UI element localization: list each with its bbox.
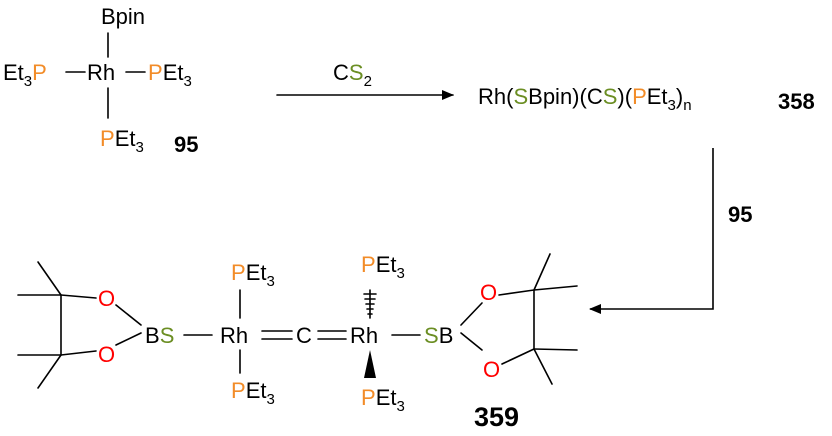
oxygen-atom: O bbox=[480, 280, 497, 305]
reagent-cs2: CS2 bbox=[333, 60, 372, 90]
methyl-bond bbox=[37, 261, 62, 296]
right-ring-o-c-bond-top bbox=[498, 289, 535, 296]
complex-95: Bpin Et3P Rh PEt3 PEt3 95 bbox=[3, 4, 198, 157]
compound-label-358: 358 bbox=[778, 89, 815, 114]
methyl-bond bbox=[533, 253, 551, 291]
left-ring-c-o-bond-bottom bbox=[60, 350, 97, 356]
left-ring-o-b-bond-bottom bbox=[115, 332, 142, 346]
right-pinacol-ring: SB O O bbox=[424, 253, 578, 385]
left-ring-c-o-bond-top bbox=[60, 294, 97, 299]
pet3-ligand-top-left: PEt3 bbox=[231, 260, 275, 290]
pet3-ligand-bottom-right: PEt3 bbox=[361, 385, 405, 415]
product-359: O O BS Rh PEt3 PEt3 C Rh PEt3 PEt3 bbox=[17, 252, 578, 432]
carbon-atom: C bbox=[296, 323, 312, 348]
rh-atom-right: Rh bbox=[350, 323, 378, 348]
right-ring-o-c-bond-bottom bbox=[501, 348, 535, 365]
compound-label-359: 359 bbox=[474, 402, 519, 432]
pet3-ligand-top-right: PEt3 bbox=[361, 252, 405, 282]
reagent-95: 95 bbox=[728, 202, 752, 227]
reaction-step-1: CS2 bbox=[276, 60, 454, 100]
bottom-pet3-ligand: PEt3 bbox=[100, 126, 144, 156]
methyl-bond bbox=[37, 354, 62, 389]
oxygen-atom: O bbox=[98, 342, 115, 367]
methyl-bond bbox=[533, 285, 578, 291]
methyl-bond bbox=[533, 348, 553, 385]
right-pet3-ligand: PEt3 bbox=[148, 60, 192, 90]
methyl-bond bbox=[533, 348, 578, 351]
oxygen-atom: O bbox=[483, 357, 500, 382]
reaction-step-2: 95 bbox=[589, 148, 752, 314]
left-pet3-ligand: Et3P bbox=[3, 60, 47, 90]
intermediate-formula: Rh(SBpin)(CS)(PEt3)n bbox=[478, 84, 692, 114]
hashed-wedge-bond bbox=[363, 289, 377, 319]
sulfur-boron-atoms: SB bbox=[424, 323, 453, 348]
solid-wedge-bond bbox=[364, 350, 376, 378]
left-ring-o-b-bond-top bbox=[115, 304, 142, 326]
bpin-group-label: Bpin bbox=[101, 4, 145, 29]
pet3-ligand-bottom-left: PEt3 bbox=[231, 378, 275, 408]
rh-atom-95: Rh bbox=[87, 60, 115, 85]
intermediate-358: Rh(SBpin)(CS)(PEt3)n 358 bbox=[478, 84, 815, 114]
boron-atom: BS bbox=[145, 323, 174, 348]
rh-atom-left: Rh bbox=[220, 323, 248, 348]
oxygen-atom: O bbox=[98, 286, 115, 311]
right-ring-b-o-bond-bottom bbox=[460, 332, 483, 351]
compound-label-95: 95 bbox=[174, 132, 198, 157]
left-pinacol-ring: O O BS bbox=[17, 261, 174, 389]
right-ring-b-o-bond-top bbox=[460, 302, 483, 326]
reaction-arrow-2 bbox=[589, 148, 714, 314]
